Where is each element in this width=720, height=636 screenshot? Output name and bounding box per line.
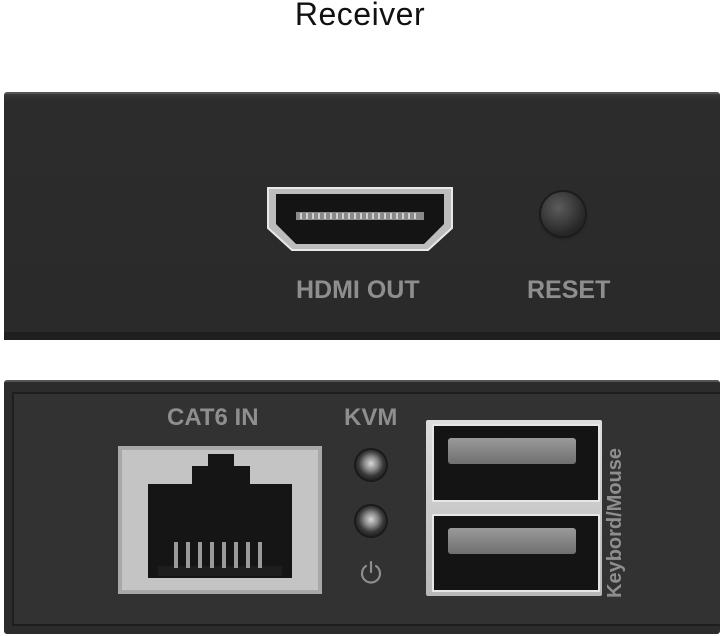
device-title: Receiver [294, 0, 426, 32]
usb-port-icon[interactable] [432, 424, 600, 502]
rj45-port-icon[interactable] [118, 446, 322, 594]
keyboard-mouse-label: Keybord/Mouse [604, 447, 626, 598]
kvm-label: KVM [344, 404, 398, 431]
reset-button-icon[interactable] [541, 192, 585, 236]
hdmi-out-label: HDMI OUT [296, 276, 420, 304]
usb-port-tongue [448, 438, 576, 464]
panel-edge [4, 332, 720, 340]
usb-port-tongue [448, 528, 576, 554]
reset-label: RESET [527, 276, 611, 304]
hdmi-port-icon[interactable] [266, 186, 454, 252]
usb-port-frame [426, 420, 602, 596]
kvm-led-icon [356, 450, 386, 480]
usb-port-icon[interactable] [432, 514, 600, 592]
power-icon [360, 560, 382, 584]
power-led-icon [356, 506, 386, 536]
cat6-in-label: CAT6 IN [167, 404, 259, 431]
